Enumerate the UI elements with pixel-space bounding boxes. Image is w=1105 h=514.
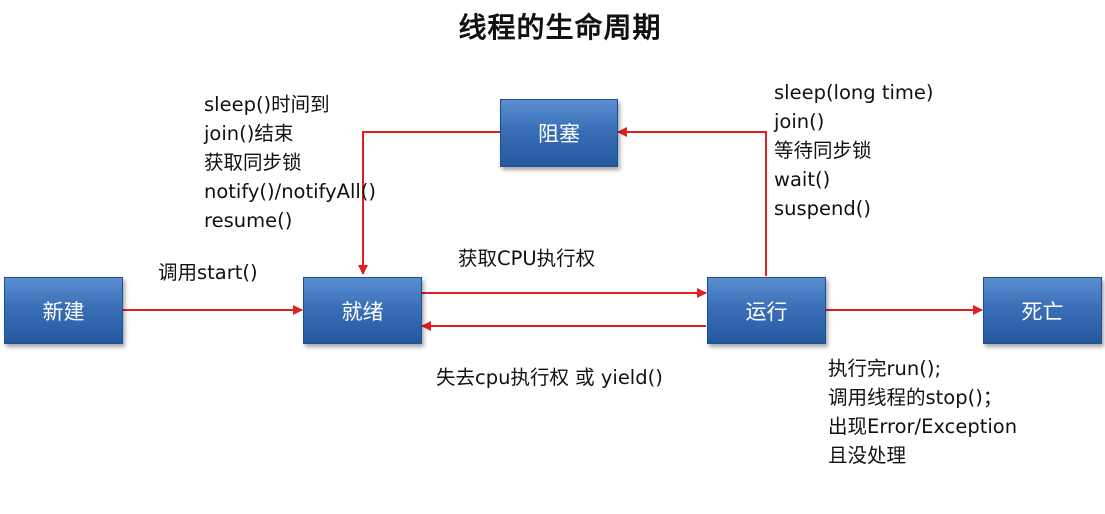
label-blocked-to-ready: sleep()时间到 join()结束 获取同步锁 notify()/notif… <box>204 90 376 235</box>
reason-line: 执行完run(); <box>828 357 942 380</box>
label-ready-to-running: 获取CPU执行权 <box>458 247 596 270</box>
reason-line: join()结束 <box>204 122 294 145</box>
reason-line: sleep(long time) <box>774 81 934 104</box>
label-running-to-dead: 执行完run(); 调用线程的stop()； 出现Error/Exception… <box>828 354 1017 470</box>
reason-line: 且没处理 <box>828 444 907 467</box>
reason-line: wait() <box>774 168 831 191</box>
reason-line: notify()/notifyAll() <box>204 180 377 203</box>
label-new-to-ready: 调用start() <box>158 261 258 284</box>
state-blocked: 阻塞 <box>500 99 618 167</box>
reason-line: resume() <box>204 209 293 232</box>
reason-line: 出现Error/Exception <box>828 415 1018 438</box>
label-running-to-blocked: sleep(long time) join() 等待同步锁 wait() sus… <box>774 78 934 223</box>
arrow-blocked-to-ready <box>358 131 500 275</box>
reason-line: 等待同步锁 <box>774 139 872 162</box>
reason-line: join() <box>774 110 825 133</box>
diagram-title: 线程的生命周期 <box>458 11 662 44</box>
arrow-running-to-blocked <box>617 127 767 276</box>
state-running: 运行 <box>707 277 826 344</box>
label-running-to-ready: 失去cpu执行权 或 yield() <box>436 366 663 389</box>
reason-line: 调用线程的stop()； <box>828 386 1003 409</box>
reason-line: 获取同步锁 <box>204 151 302 174</box>
reason-line: sleep()时间到 <box>204 93 330 116</box>
state-ready: 就绪 <box>303 277 422 344</box>
reason-line: suspend() <box>774 197 872 220</box>
state-dead: 死亡 <box>983 277 1102 344</box>
state-new: 新建 <box>4 277 123 344</box>
